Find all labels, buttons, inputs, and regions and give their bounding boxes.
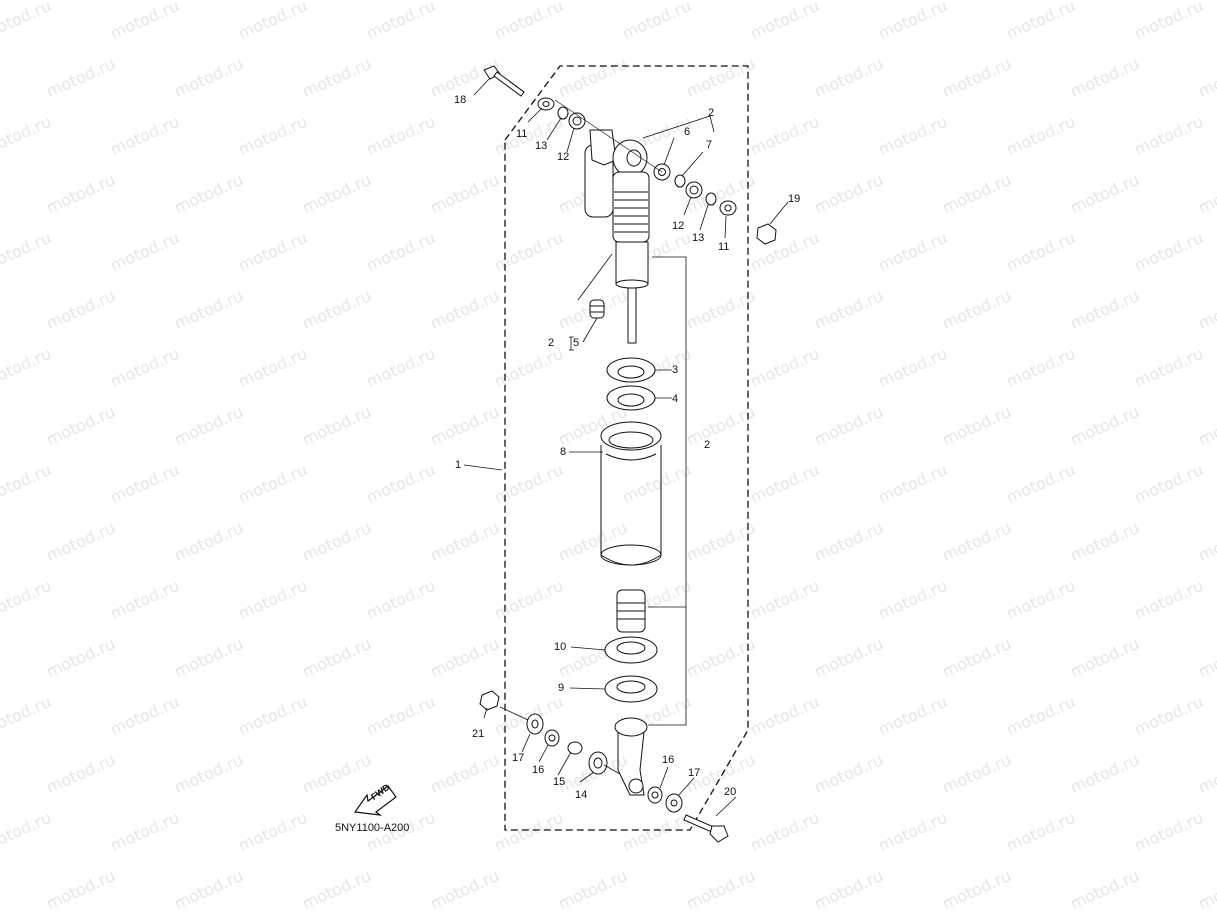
fwd-arrow-icon: [353, 785, 397, 816]
callout-19: 19: [788, 193, 801, 205]
callout-11: 11: [516, 128, 528, 140]
callout-20: 20: [724, 786, 737, 798]
spring-8: [600, 421, 662, 566]
assembly-boundary: [504, 65, 749, 831]
callout-2: 2: [708, 107, 715, 119]
callout-16: 16: [662, 754, 675, 766]
callout-16: 16: [532, 764, 545, 776]
bearing-12-left: [568, 112, 586, 130]
callout-9: 9: [558, 682, 565, 694]
callout-18: 18: [454, 94, 467, 106]
bump-stop: [616, 589, 646, 633]
ring-nut-3: [606, 357, 656, 383]
callout-11: 11: [718, 241, 730, 253]
callout-21: 21: [472, 728, 485, 740]
callout-4: 4: [672, 393, 679, 405]
callout-8: 8: [560, 446, 567, 458]
callout-1: 1: [455, 459, 462, 471]
nut-19: [756, 223, 777, 245]
callout-5: 5: [573, 337, 580, 349]
bearing-12-right: [685, 181, 703, 199]
callout-13: 13: [535, 140, 548, 152]
washer-7: [674, 174, 686, 188]
callout-13: 13: [692, 232, 705, 244]
callout-17: 17: [512, 752, 525, 764]
callout-2: 2: [704, 439, 711, 451]
callout-12: 12: [557, 151, 570, 163]
callout-14: 14: [575, 789, 588, 801]
callout-15: 15: [553, 776, 566, 788]
callout-6: 6: [684, 126, 691, 138]
ring-nut-4: [606, 385, 656, 411]
washer-17-right: [665, 793, 683, 813]
callout-2: 2: [548, 337, 555, 349]
callout-17: 17: [688, 767, 701, 779]
lower-eye: [614, 717, 648, 796]
callout-12: 12: [672, 220, 685, 232]
collar-11-left: [537, 97, 555, 111]
callout-7: 7: [706, 139, 713, 151]
washer-17-left: [526, 713, 544, 735]
spring-seat-10: [604, 636, 658, 664]
collar-16-right: [647, 786, 663, 804]
spring-seat-9: [604, 675, 658, 703]
washer-13-left: [557, 106, 569, 120]
collar-11-right: [719, 200, 737, 216]
callout-3: 3: [672, 364, 679, 376]
collar-15: [567, 741, 583, 755]
bolt-20: [683, 814, 729, 843]
adjuster-5: [589, 299, 605, 319]
bearing-14: [588, 751, 608, 775]
washer-13-right: [705, 192, 717, 206]
bolt-18: [483, 65, 525, 97]
diagram-code: 5NY1100-A200: [335, 822, 410, 834]
collar-16-left: [544, 729, 560, 747]
nut-21: [479, 690, 500, 711]
callout-10: 10: [554, 641, 567, 653]
